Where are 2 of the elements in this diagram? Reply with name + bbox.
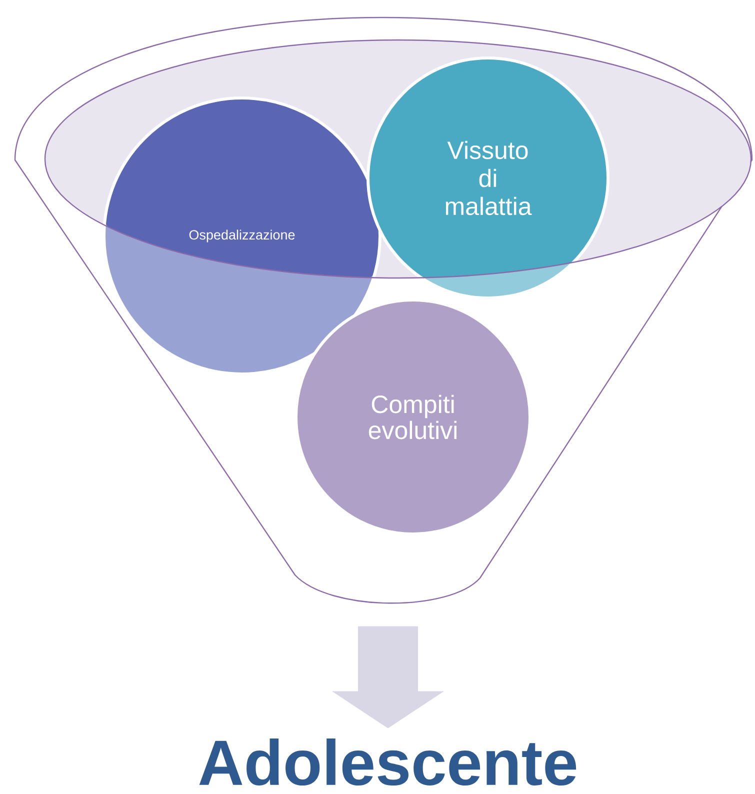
title-text: Adolescente: [199, 738, 576, 786]
block-arrow: [332, 626, 444, 728]
